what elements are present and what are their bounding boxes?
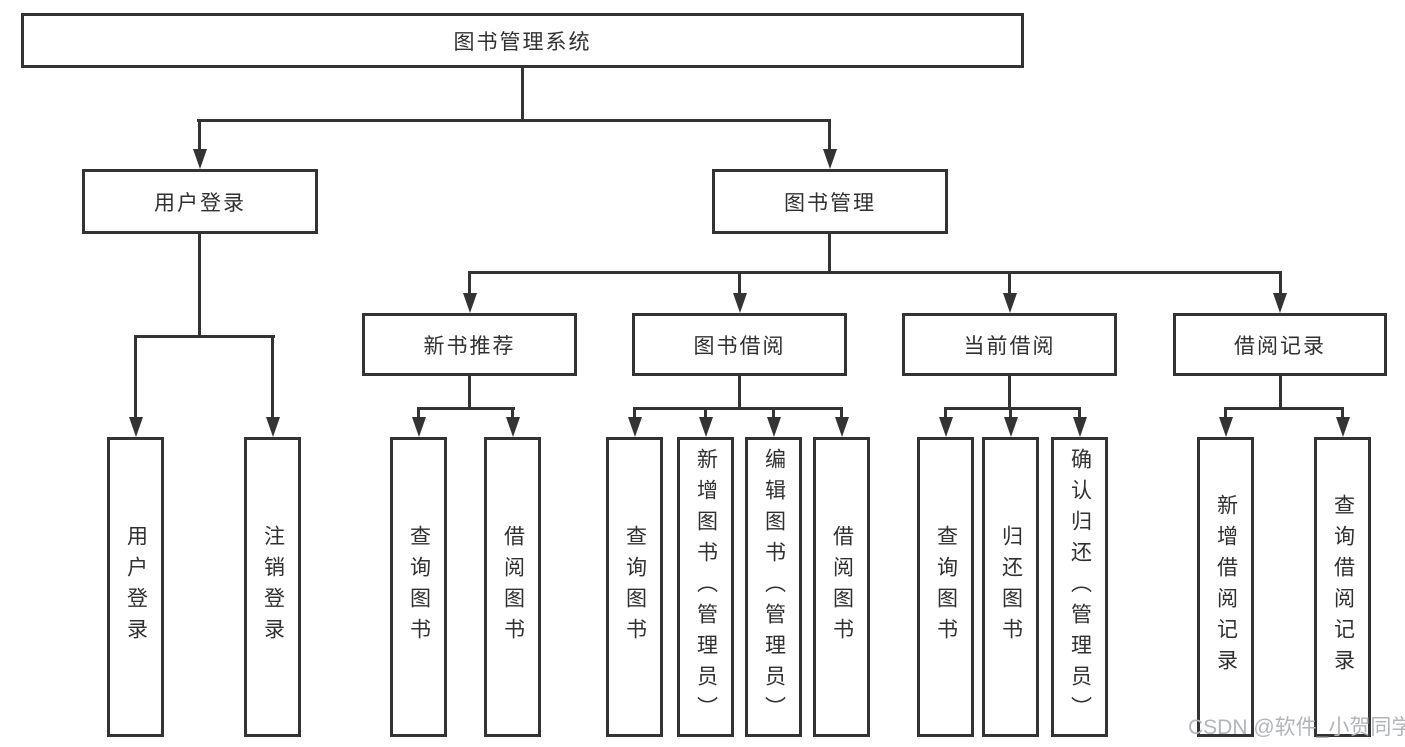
connector-line — [198, 234, 201, 337]
connector-arrowhead — [266, 417, 280, 437]
connector-arrowhead — [193, 149, 207, 169]
connector-arrowhead — [1336, 417, 1350, 437]
connector-line — [198, 119, 201, 151]
connector-arrowhead — [1004, 417, 1018, 437]
connector-arrowhead — [463, 293, 477, 313]
connector-line — [468, 376, 471, 410]
connector-arrowhead — [412, 417, 426, 437]
connector-line — [134, 335, 137, 419]
connector-line — [1279, 271, 1282, 295]
leaf-query-book-1: 查询图书 — [390, 437, 447, 737]
connector-arrowhead — [628, 417, 642, 437]
connector-arrowhead — [506, 417, 520, 437]
leaf-query-book-2: 查询图书 — [606, 437, 663, 737]
connector-arrowhead — [1219, 417, 1233, 437]
node-root: 图书管理系统 — [21, 13, 1024, 68]
connector-line — [417, 407, 420, 419]
connector-line — [1224, 407, 1344, 410]
connector-line — [1078, 407, 1081, 419]
leaf-add-book-admin: 新增图书（管理员） — [677, 437, 734, 737]
connector-arrowhead — [835, 417, 849, 437]
csdn-watermark: CSDN @软件_小贺同学 — [1188, 716, 1405, 739]
connector-line — [738, 271, 741, 295]
leaf-borrow-book-1: 借阅图书 — [484, 437, 541, 737]
connector-line — [1009, 407, 1012, 419]
connector-line — [840, 407, 843, 419]
leaf-return-book: 归还图书 — [982, 437, 1039, 737]
connector-line — [1008, 271, 1011, 295]
node-user-login: 用户登录 — [82, 169, 318, 234]
connector-arrowhead — [939, 417, 953, 437]
connector-line — [633, 407, 843, 410]
leaf-user-login: 用户登录 — [107, 437, 164, 737]
connector-line — [738, 376, 741, 410]
node-current-borrow: 当前借阅 — [902, 313, 1117, 376]
connector-arrowhead — [1273, 293, 1287, 313]
connector-line — [417, 407, 515, 410]
node-new-book-recommend: 新书推荐 — [362, 313, 577, 376]
connector-arrowhead — [699, 417, 713, 437]
connector-line — [704, 407, 707, 419]
connector-arrowhead — [733, 293, 747, 313]
connector-line — [633, 407, 636, 419]
connector-arrowhead — [767, 417, 781, 437]
leaf-query-book-3: 查询图书 — [917, 437, 974, 737]
connector-line — [828, 119, 831, 151]
leaf-edit-book-admin: 编辑图书（管理员） — [745, 437, 802, 737]
leaf-query-borrow-record: 查询借阅记录 — [1314, 437, 1371, 737]
connector-arrowhead — [1073, 417, 1087, 437]
connector-arrowhead — [1003, 293, 1017, 313]
connector-line — [944, 407, 1081, 410]
connector-line — [772, 407, 775, 419]
leaf-add-borrow-record: 新增借阅记录 — [1197, 437, 1254, 737]
leaf-confirm-return-admin: 确认归还（管理员） — [1051, 437, 1108, 737]
connector-line — [271, 335, 274, 419]
connector-line — [197, 119, 831, 122]
connector-line — [1008, 376, 1011, 410]
connector-line — [468, 271, 1282, 274]
node-book-management: 图书管理 — [712, 169, 948, 234]
node-book-borrow: 图书借阅 — [632, 313, 847, 376]
leaf-logout: 注销登录 — [244, 437, 301, 737]
connector-line — [134, 335, 275, 338]
node-borrow-records: 借阅记录 — [1173, 313, 1387, 376]
connector-line — [468, 271, 471, 295]
connector-line — [828, 234, 831, 274]
connector-arrowhead — [823, 149, 837, 169]
leaf-borrow-book-2: 借阅图书 — [813, 437, 870, 737]
connector-line — [511, 407, 514, 419]
connector-line — [1279, 376, 1282, 410]
connector-line — [1341, 407, 1344, 419]
connector-line — [1224, 407, 1227, 419]
connector-line — [521, 68, 524, 121]
connector-arrowhead — [129, 417, 143, 437]
connector-line — [944, 407, 947, 419]
